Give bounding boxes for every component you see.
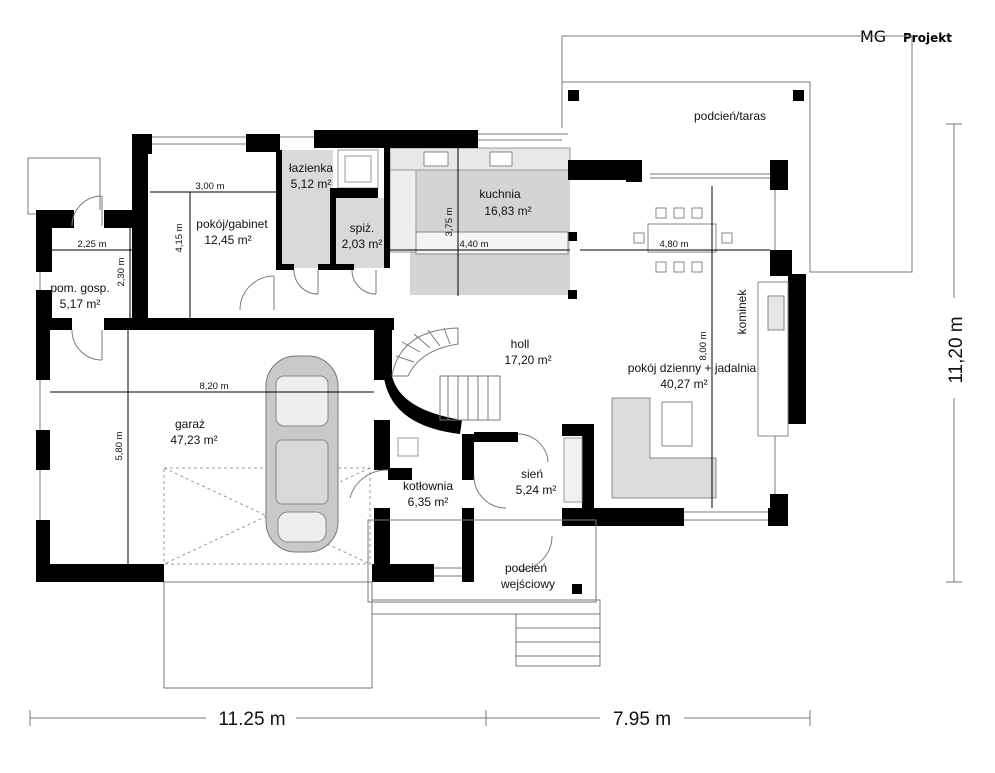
- room-labels: podcień/taras łazienka 5,12 m² kuchnia 1…: [50, 109, 766, 591]
- room-area-pokoj-dzienny: 40,27 m²: [660, 377, 707, 391]
- dimension-lines: [50, 148, 770, 564]
- dim-total-height: 11,20 m: [946, 316, 967, 383]
- room-area-pokoj-gabinet: 12,45 m²: [204, 233, 251, 247]
- dim-garaz-width: 8,20 m: [199, 381, 228, 392]
- room-area-garaz: 47,23 m²: [170, 433, 217, 447]
- room-label-podcien-taras: podcień/taras: [694, 109, 766, 123]
- walls: [36, 130, 806, 594]
- kitchen-fixtures: [415, 151, 569, 255]
- room-label-podcien-wejsciowy-2: wejściowy: [500, 577, 555, 591]
- entrance-platform: [367, 519, 601, 667]
- room-label-pokoj-dzienny: pokój dzienny + jadalnia: [628, 361, 757, 375]
- room-area-spiz: 2,03 m²: [342, 237, 383, 251]
- dim-gosp-depth: 2,30 m: [116, 257, 127, 286]
- windows: [39, 133, 776, 577]
- dim-dzienny-width: 4,80 m: [659, 239, 688, 250]
- logo-sub: Projekt: [903, 31, 952, 45]
- car-icon: [265, 355, 339, 553]
- cabinet-icon: [563, 437, 583, 503]
- sofa-icon: [611, 397, 717, 499]
- door-swings: [71, 195, 553, 571]
- room-area-kotlownia: 6,35 m²: [408, 495, 449, 509]
- dimension-labels: 3,00 m 4,15 m 3,75 m 4,40 m 4,80 m 8,00 …: [77, 181, 967, 730]
- room-label-podcien-wejsciowy-1: podcień: [505, 561, 547, 575]
- room-label-kotlownia: kotłownia: [403, 479, 453, 493]
- overall-dimensions: [29, 123, 962, 726]
- dim-kuchnia-depth: 3,75 m: [444, 207, 455, 236]
- room-label-garaz: garaż: [175, 417, 205, 431]
- annex-outline: [27, 157, 101, 215]
- room-label-kuchnia: kuchnia: [479, 187, 521, 201]
- staircase: [391, 327, 501, 421]
- room-label-sien: sień: [521, 467, 543, 481]
- dim-gabinet-depth: 4,15 m: [174, 223, 185, 252]
- boiler-icon: [397, 437, 419, 457]
- terrace-outline: [561, 35, 913, 273]
- dim-total-right: 7.95 m: [613, 709, 671, 730]
- dim-total-left: 11.25 m: [218, 709, 285, 730]
- dim-gosp-width: 2,25 m: [77, 239, 106, 250]
- room-area-holl: 17,20 m²: [504, 353, 551, 367]
- dim-garaz-depth: 5,80 m: [114, 431, 125, 460]
- room-area-lazienka: 5,12 m²: [291, 177, 332, 191]
- dim-kuchnia-width: 4,40 m: [459, 239, 488, 250]
- dining-table: [633, 207, 733, 273]
- room-label-holl: holl: [511, 337, 530, 351]
- room-area-pom-gosp: 5,17 m²: [60, 297, 101, 311]
- fireplace-icon: [757, 281, 789, 437]
- dim-gabinet-width: 3,00 m: [195, 181, 224, 192]
- room-label-pom-gosp: pom. gosp.: [50, 281, 109, 295]
- room-area-kuchnia: 16,83 m²: [484, 204, 531, 218]
- room-label-kominek: kominek: [735, 289, 749, 335]
- room-label-spiz: spiż.: [350, 221, 375, 235]
- room-area-sien: 5,24 m²: [516, 483, 557, 497]
- room-label-pokoj-gabinet: pokój/gabinet: [196, 217, 268, 231]
- dim-dzienny-depth: 8,00 m: [698, 331, 709, 360]
- room-label-lazienka: łazienka: [289, 161, 333, 175]
